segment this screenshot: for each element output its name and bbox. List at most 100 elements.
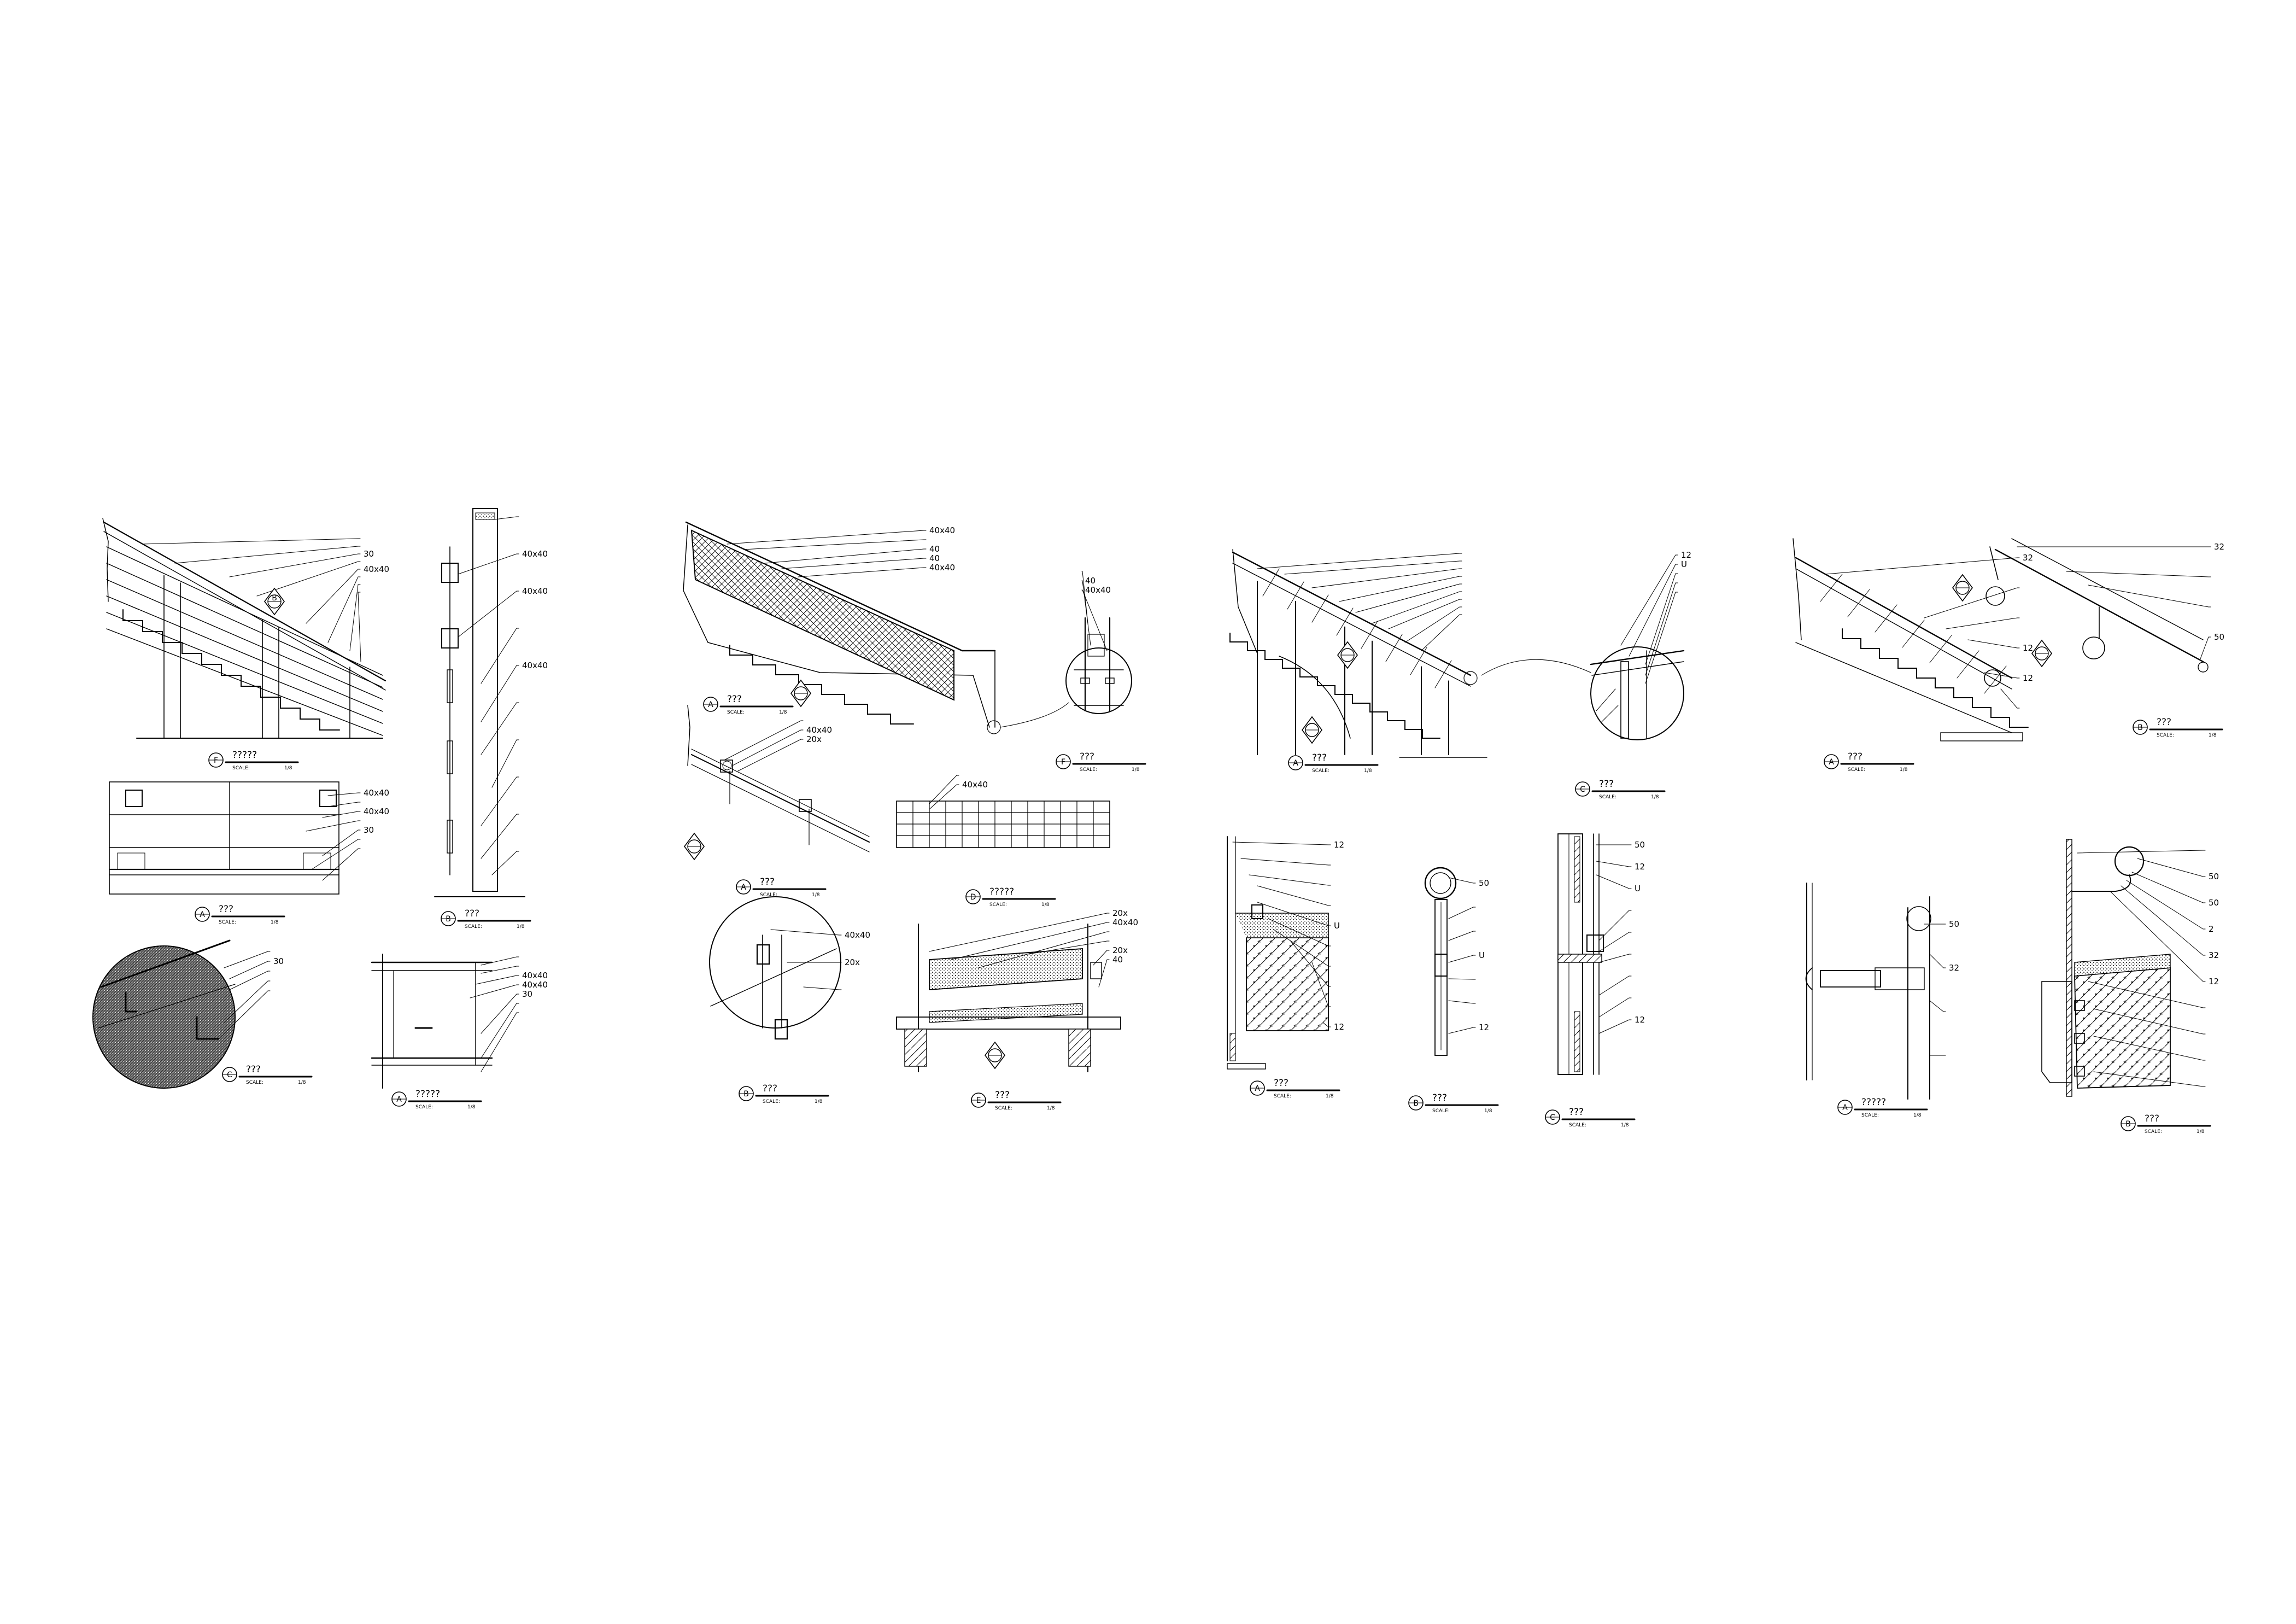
p4-d1-title: ??? — [1848, 751, 1862, 762]
p3-d1-tag: A — [1293, 759, 1298, 768]
p4-d2-tag: B — [2137, 723, 2143, 732]
p2-stair-note-label: 40 — [929, 544, 940, 554]
p1-d5-scale-value: 1/8 — [517, 924, 525, 930]
p2-ce-note-label: 40 — [1112, 955, 1123, 965]
p3-d3-scale-label: SCALE: — [1274, 1094, 1291, 1099]
p2-d6-title-block — [971, 1093, 1062, 1108]
p2-cb-note-label: 20x — [845, 957, 860, 967]
p1-d2-title: ??? — [219, 904, 233, 915]
p2-d5-scale-label: SCALE: — [763, 1099, 780, 1105]
p1-d5-title-block — [441, 911, 531, 926]
p1-d3-title: ??? — [246, 1064, 261, 1075]
p3-d2-scale-label: SCALE: — [1599, 795, 1616, 800]
p1-d1-title-block — [208, 752, 299, 768]
p2-stair-note-label: 40 — [929, 553, 940, 563]
p3-d2-scale-value: 1/8 — [1651, 795, 1659, 800]
p2-d3-tag: A — [741, 883, 746, 892]
p3-rail-section — [1424, 867, 1476, 1056]
p2-d3-title-block — [736, 879, 827, 895]
p3-wall-note-label: 12 — [1635, 1015, 1645, 1025]
p1-d5-tag: B — [446, 915, 451, 924]
p1-d3-tag: C — [227, 1071, 232, 1079]
p4-d4-note-label: 50 — [2209, 898, 2219, 908]
p4-rail-note-label: 32 — [2214, 542, 2224, 552]
p2-d1-title: ??? — [727, 694, 742, 705]
p4-stair-b-section-marker — [2031, 639, 2052, 668]
p1-d2-tag: A — [200, 910, 205, 919]
p1-post-note-label: 40x40 — [522, 586, 548, 596]
p1-d1-scale-label: SCALE: — [232, 766, 250, 771]
p4-d3-note-label: 50 — [1949, 919, 1959, 929]
p4-d4-title: ??? — [2145, 1113, 2159, 1124]
p4-d2-title-block — [2133, 720, 2223, 735]
p4-d4-note-label: 32 — [2209, 950, 2219, 960]
p3-stair-elevation — [1229, 549, 1487, 758]
p1-d2-title-block — [195, 907, 285, 922]
p3-d2-title-block — [1575, 781, 1666, 797]
p4-rail-note-label: 50 — [2214, 632, 2224, 642]
p2-det-note-label: 40 — [1085, 576, 1096, 586]
p1-d3-scale-value: 1/8 — [298, 1080, 306, 1085]
p2-d3-title: ??? — [760, 877, 775, 887]
p3-sec-note-label: U — [1334, 921, 1340, 931]
p1-d5-scale-label: SCALE: — [465, 924, 482, 930]
p2-d2-scale-label: SCALE: — [1080, 767, 1097, 773]
p3-sec-note-label: 12 — [1334, 1022, 1344, 1032]
p2-d1-scale-value: 1/8 — [779, 710, 787, 715]
p2-d1-tag: A — [708, 700, 713, 709]
p4-d2-scale-value: 1/8 — [2209, 733, 2217, 738]
p3-d1-title-block — [1288, 755, 1379, 770]
p3-wall-note-label: 50 — [1635, 840, 1645, 850]
p4-d4-tag: B — [2125, 1120, 2131, 1129]
p2-stair-note-label: 40x40 — [929, 563, 955, 573]
p4-tread-section — [2041, 839, 2206, 1097]
p1-post-section — [434, 508, 525, 897]
p3-zoom-detail — [1463, 554, 1685, 740]
p3-d1-scale-value: 1/8 — [1364, 768, 1372, 774]
p2-stair-note-label: 40x40 — [929, 525, 955, 535]
p3-sec-note-label: 12 — [1334, 840, 1344, 850]
p4-d3-title: ????? — [1861, 1097, 1886, 1108]
p1-post-note-label: 40x40 — [522, 549, 548, 559]
p1-d3-scale-label: SCALE: — [246, 1080, 263, 1085]
p2-d5-tag: B — [743, 1090, 749, 1099]
p3-d5-scale-label: SCALE: — [1569, 1123, 1586, 1128]
p4-d3-tag: A — [1842, 1103, 1848, 1112]
p2-d2-title: ??? — [1080, 751, 1094, 762]
p2-circle-detail — [709, 896, 842, 1040]
p1-plan-note-label: 40x40 — [364, 807, 389, 816]
p2-d4-scale-label: SCALE: — [989, 902, 1007, 908]
p3-det-note-label: U — [1681, 559, 1687, 569]
p2-guard-elevation — [687, 705, 870, 852]
p2-ce-note-label: 40x40 — [1112, 918, 1138, 927]
p3-d3-title: ??? — [1274, 1078, 1288, 1089]
p2-d5-scale-value: 1/8 — [815, 1099, 823, 1105]
p2-cap-section-marker — [985, 1041, 1005, 1070]
p2-d4-scale-value: 1/8 — [1041, 902, 1050, 908]
p2-d1-scale-label: SCALE: — [727, 710, 745, 715]
p4-d1-tag: A — [1829, 758, 1834, 767]
p1-stair-section-marker — [264, 587, 285, 616]
p4-stair-a-section-marker — [1952, 574, 1973, 602]
p2-d5-title-block — [739, 1086, 829, 1101]
p2-ce-note-label: 20x — [1112, 908, 1128, 918]
p4-d4-note-label: 2 — [2209, 924, 2214, 934]
p1-plan-note-label: 40x40 — [364, 788, 389, 798]
p3-stair-a-section-marker — [1302, 716, 1322, 744]
p1-d1-tag: F — [214, 756, 218, 765]
p3-d5-scale-value: 1/8 — [1621, 1123, 1629, 1128]
p1-d2-scale-value: 1/8 — [271, 920, 279, 925]
p3-wall-note-label: U — [1635, 884, 1641, 893]
p1-d4-tag: A — [396, 1095, 402, 1104]
p1-stair-note-label: 40x40 — [364, 564, 389, 574]
p1-post-note-label: 40x40 — [522, 661, 548, 670]
p4-d3-title-block — [1837, 1100, 1928, 1115]
p2-d6-scale-label: SCALE: — [995, 1106, 1012, 1111]
p4-d4-scale-label: SCALE: — [2145, 1129, 2162, 1135]
p2-g2-note-label: 40x40 — [806, 725, 832, 735]
p4-d2-scale-label: SCALE: — [2157, 733, 2174, 738]
p2-ce-note-label: 20x — [1112, 945, 1128, 955]
p4-d2-title: ??? — [2157, 717, 2171, 728]
p3-d2-tag: C — [1580, 785, 1585, 794]
